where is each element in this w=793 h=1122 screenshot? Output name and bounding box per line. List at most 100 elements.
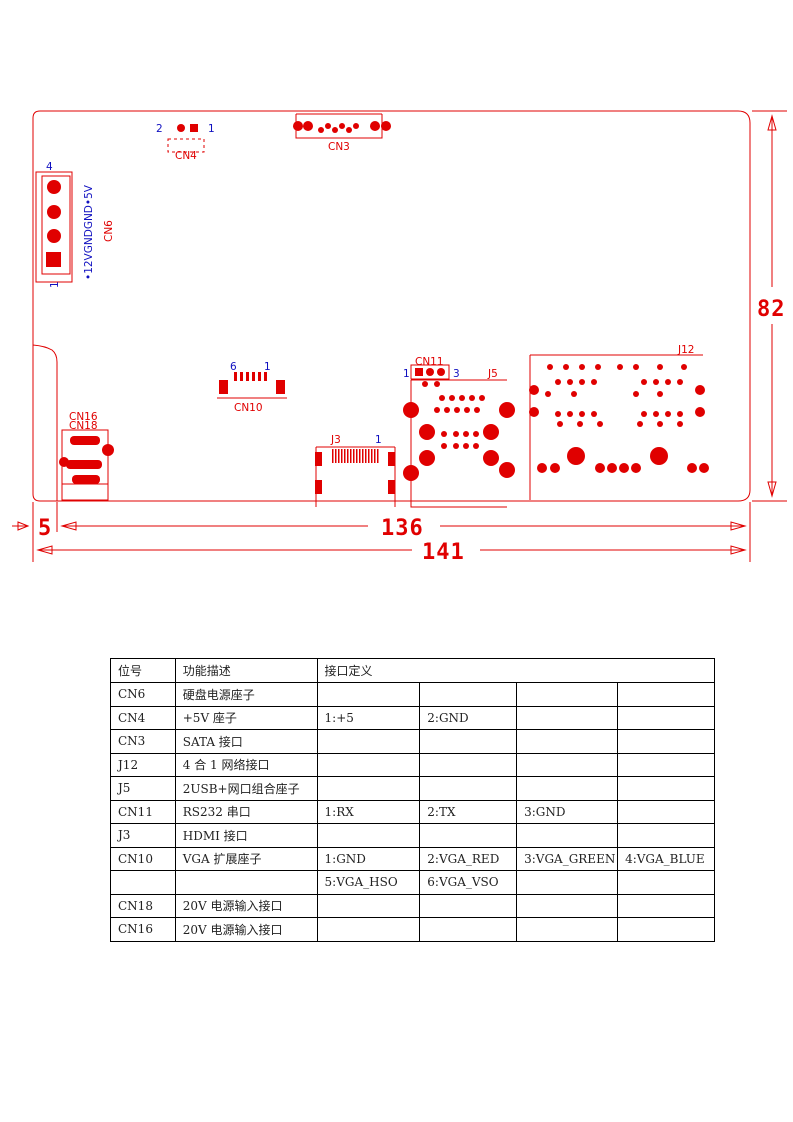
- table-cell: [617, 729, 715, 754]
- cn6-pin4-label: 4: [46, 161, 53, 173]
- cn3-pad: [293, 121, 303, 131]
- table-cell: CN16: [110, 917, 176, 942]
- cn3-pad: [325, 123, 331, 129]
- j5-signal-pads: [422, 381, 485, 449]
- cn11-label: CN11: [415, 356, 444, 368]
- table-cell: [617, 705, 715, 730]
- table-cell: 2:TX: [419, 799, 518, 824]
- cn3-connector: CN3: [293, 113, 391, 153]
- board-outline: [32, 110, 751, 502]
- table-cell: [419, 776, 518, 801]
- table-cell: [316, 776, 421, 801]
- cn3-pad: [332, 127, 338, 133]
- table-cell: [110, 870, 176, 895]
- cn3-pad: [318, 127, 324, 133]
- cn18-label: CN18: [69, 420, 98, 432]
- table-cell: 20V 电源输入接口: [174, 917, 318, 942]
- j12-outline: [529, 354, 703, 500]
- j3-outline: [315, 446, 396, 507]
- table-cell: [174, 870, 318, 895]
- table-cell: [516, 705, 619, 730]
- j3-mount-pad: [315, 452, 322, 466]
- table-cell: [316, 752, 421, 777]
- table-cell: 4 合 1 网络接口: [174, 752, 318, 777]
- table-cell: 4:VGA_BLUE: [617, 846, 715, 871]
- cn3-pad: [353, 123, 359, 129]
- j3-mount-pad: [315, 480, 322, 494]
- j12-connector: J12: [529, 344, 709, 500]
- table-cell: [419, 893, 518, 918]
- dimension-height: 82: [752, 110, 787, 502]
- table-cell: 2:VGA_RED: [419, 846, 518, 871]
- table-cell: CN10: [110, 846, 176, 871]
- table-cell: 2:GND: [419, 705, 518, 730]
- j12-mount-pad: [695, 385, 705, 395]
- table-cell: [516, 823, 619, 848]
- j12-label: J12: [677, 344, 694, 356]
- table-cell: [516, 776, 619, 801]
- table-cell: [419, 682, 518, 707]
- cn16-pad: [66, 460, 102, 469]
- cn11-connector: CN11 1 3: [403, 356, 460, 380]
- table-cell: [516, 729, 619, 754]
- cn10-mount-pad: [219, 380, 228, 394]
- cn10-label: CN10: [234, 402, 263, 414]
- j5-mount-pad: [499, 462, 515, 478]
- cn11-pad-1: [415, 368, 423, 376]
- header-function: 功能描述: [174, 658, 318, 683]
- j12-mount-pad: [650, 447, 668, 465]
- cn4-pin1-label: 1: [208, 123, 215, 135]
- table-cell: [419, 823, 518, 848]
- table-cell: J5: [110, 776, 176, 801]
- table-cell: VGA 扩展座子: [174, 846, 318, 871]
- cn3-label: CN3: [328, 141, 350, 153]
- cn6-pad-2: [47, 229, 61, 243]
- j3-pin1-label: 1: [375, 434, 382, 446]
- j5-mount-pad: [483, 450, 499, 466]
- cn6-pin1-label: 1: [49, 281, 61, 288]
- table-cell: [516, 682, 619, 707]
- table-cell: [617, 870, 715, 895]
- j5-mount-pad: [499, 402, 515, 418]
- dimension-total-width: 141: [36, 540, 747, 565]
- table-cell: RS232 串口: [174, 799, 318, 824]
- cn4-label: CN4: [175, 150, 197, 162]
- cn6-inner-outline: [41, 175, 71, 275]
- table-cell: 3:VGA_GREEN: [516, 846, 619, 871]
- dimension-total-width-value: 141: [422, 540, 465, 565]
- table-cell: 1:+5: [316, 705, 421, 730]
- table-cell: 3:GND: [516, 799, 619, 824]
- table-cell: CN11: [110, 799, 176, 824]
- dimension-inner-width: 5 136: [12, 502, 751, 562]
- header-designator: 位号: [110, 658, 176, 683]
- cn10-pin-pad: [258, 372, 261, 381]
- cn11-outline: [410, 364, 450, 380]
- j3-connector: J3 1: [315, 434, 396, 507]
- cn11-pad-2: [426, 368, 434, 376]
- cn16-label: CN16: [69, 411, 98, 423]
- cn4-outline: [167, 138, 205, 153]
- table-cell: [316, 729, 421, 754]
- table-cell: CN3: [110, 729, 176, 754]
- table-cell: [516, 893, 619, 918]
- table-cell: [419, 917, 518, 942]
- j5-outline: [410, 379, 507, 508]
- cn3-pad: [381, 121, 391, 131]
- cn6-pad-4: [47, 180, 61, 194]
- cn11-pin3-label: 3: [453, 368, 460, 380]
- cn4-connector: 2 1 CN4: [156, 123, 215, 162]
- table-cell: 6:VGA_VSO: [419, 870, 518, 895]
- table-cell: [516, 752, 619, 777]
- cn3-outline: [295, 113, 383, 139]
- cn3-pad: [346, 127, 352, 133]
- table-cell: [419, 752, 518, 777]
- table-cell: +5V 座子: [174, 705, 318, 730]
- table-cell: [316, 917, 421, 942]
- cn10-pin-pad: [240, 372, 243, 381]
- cn6-outline: [35, 171, 73, 283]
- table-cell: [316, 893, 421, 918]
